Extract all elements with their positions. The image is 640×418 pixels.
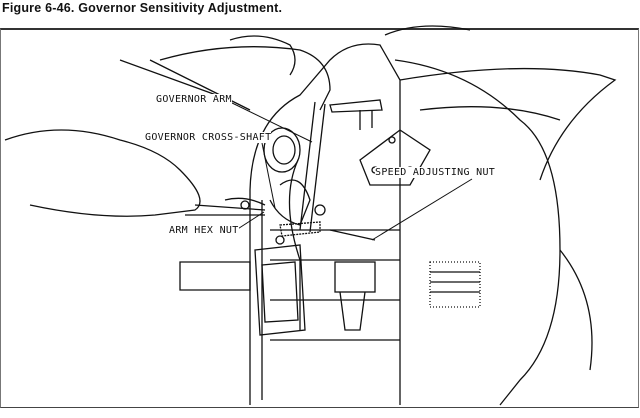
blower-housing [384,25,617,406]
callout-governor-arm: GOVERNOR ARM [156,94,232,105]
callout-governor-cross-shaft: GOVERNOR CROSS-SHAFT [145,132,272,143]
leader-cross-shaft [261,142,276,209]
callout-speed-adjusting-nut: SPEED ADJUSTING NUT [375,167,496,178]
callout-leaders [227,100,473,241]
leader-speed-nut [371,178,473,241]
hands-with-pliers [4,35,331,217]
engine-block [179,43,401,405]
governor-arm [269,101,376,330]
callout-arm-hex-nut: ARM HEX NUT [169,225,239,236]
figure-caption: Figure 6-46. Governor Sensitivity Adjust… [2,1,283,15]
leader-governor-arm [227,100,313,143]
figure-frame [0,28,639,408]
